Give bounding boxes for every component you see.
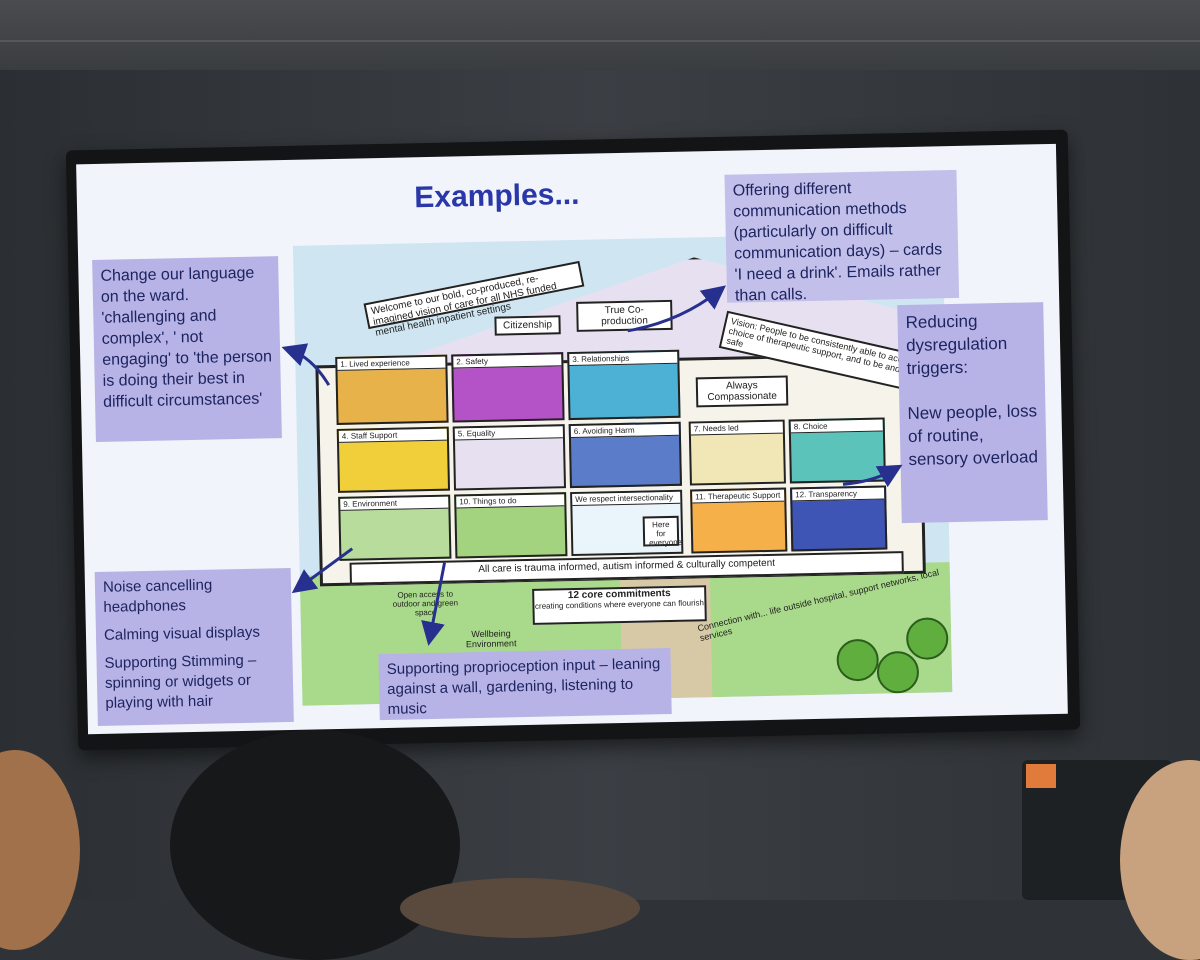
slide-title: Examples...	[413, 177, 580, 215]
callout-communication-text: Offering different communication methods…	[732, 180, 943, 305]
wellbeing-environment-text: Wellbeing Environment	[465, 628, 517, 650]
compassionate-label: Always Compassionate	[695, 375, 789, 408]
callout-dysregulation: Reducing dysregulation triggers: New peo…	[897, 302, 1048, 524]
callout-dysregulation-title: Reducing dysregulation triggers:	[905, 311, 1008, 378]
room-lived-experience: 1. Lived experience	[335, 354, 449, 425]
orange-sign	[1026, 764, 1056, 788]
audience-head	[400, 878, 640, 938]
ceiling	[0, 0, 1200, 70]
callout-noise-text: Noise cancelling headphones	[102, 576, 213, 616]
audience-head	[170, 730, 460, 960]
slide-screen: Examples... Welcome to our bold, co-prod…	[76, 143, 1068, 735]
callout-proprioception: Supporting proprioception input – leanin…	[378, 648, 672, 721]
coproduction-label: True Co-production	[576, 299, 673, 332]
callout-proprioception-text: Supporting proprioception input – leanin…	[386, 655, 661, 718]
room-things-to-do: 10. Things to do	[454, 492, 568, 559]
core-commitments-banner: 12 core commitments creating conditions …	[532, 585, 707, 625]
callout-sensory-tools: Noise cancelling headphones Calming visu…	[94, 567, 294, 727]
outdoor-space-text: Open access to outdoor and green space	[392, 589, 459, 618]
room-relationships: 3. Relationships	[567, 349, 681, 421]
room-needs-led: 7. Needs led	[688, 419, 786, 486]
tv-monitor: Examples... Welcome to our bold, co-prod…	[65, 129, 1081, 751]
callout-communication: Offering different communication methods…	[724, 169, 960, 305]
room-avoiding-harm: 6. Avoiding Harm	[568, 421, 682, 489]
callout-visual-text: Calming visual displays	[103, 623, 261, 644]
citizenship-label: Citizenship	[494, 315, 561, 336]
room-intersectionality: We respect intersectionality Here for ev…	[570, 489, 684, 557]
callout-stimming-text: Supporting Stimming – spinning or widget…	[104, 651, 257, 712]
room-safety: 2. Safety	[451, 352, 565, 423]
room-staff-support: 4. Staff Support	[336, 426, 451, 493]
callout-language: Change our language on the ward. 'challe…	[92, 256, 282, 442]
room-therapeutic-support: 11. Therapeutic Support	[690, 487, 788, 554]
callout-language-text: Change our language on the ward. 'challe…	[100, 264, 273, 411]
room-equality: 5. Equality	[452, 424, 567, 491]
here-for-everyone-sign: Here for everyone	[642, 515, 682, 547]
ceiling-beam	[0, 40, 1200, 42]
room-transparency: 12. Transparency	[790, 485, 888, 552]
room-choice: 8. Choice	[788, 417, 886, 484]
callout-dysregulation-body: New people, loss of routine, sensory ove…	[907, 401, 1039, 469]
room-environment: 9. Environment	[338, 494, 452, 561]
